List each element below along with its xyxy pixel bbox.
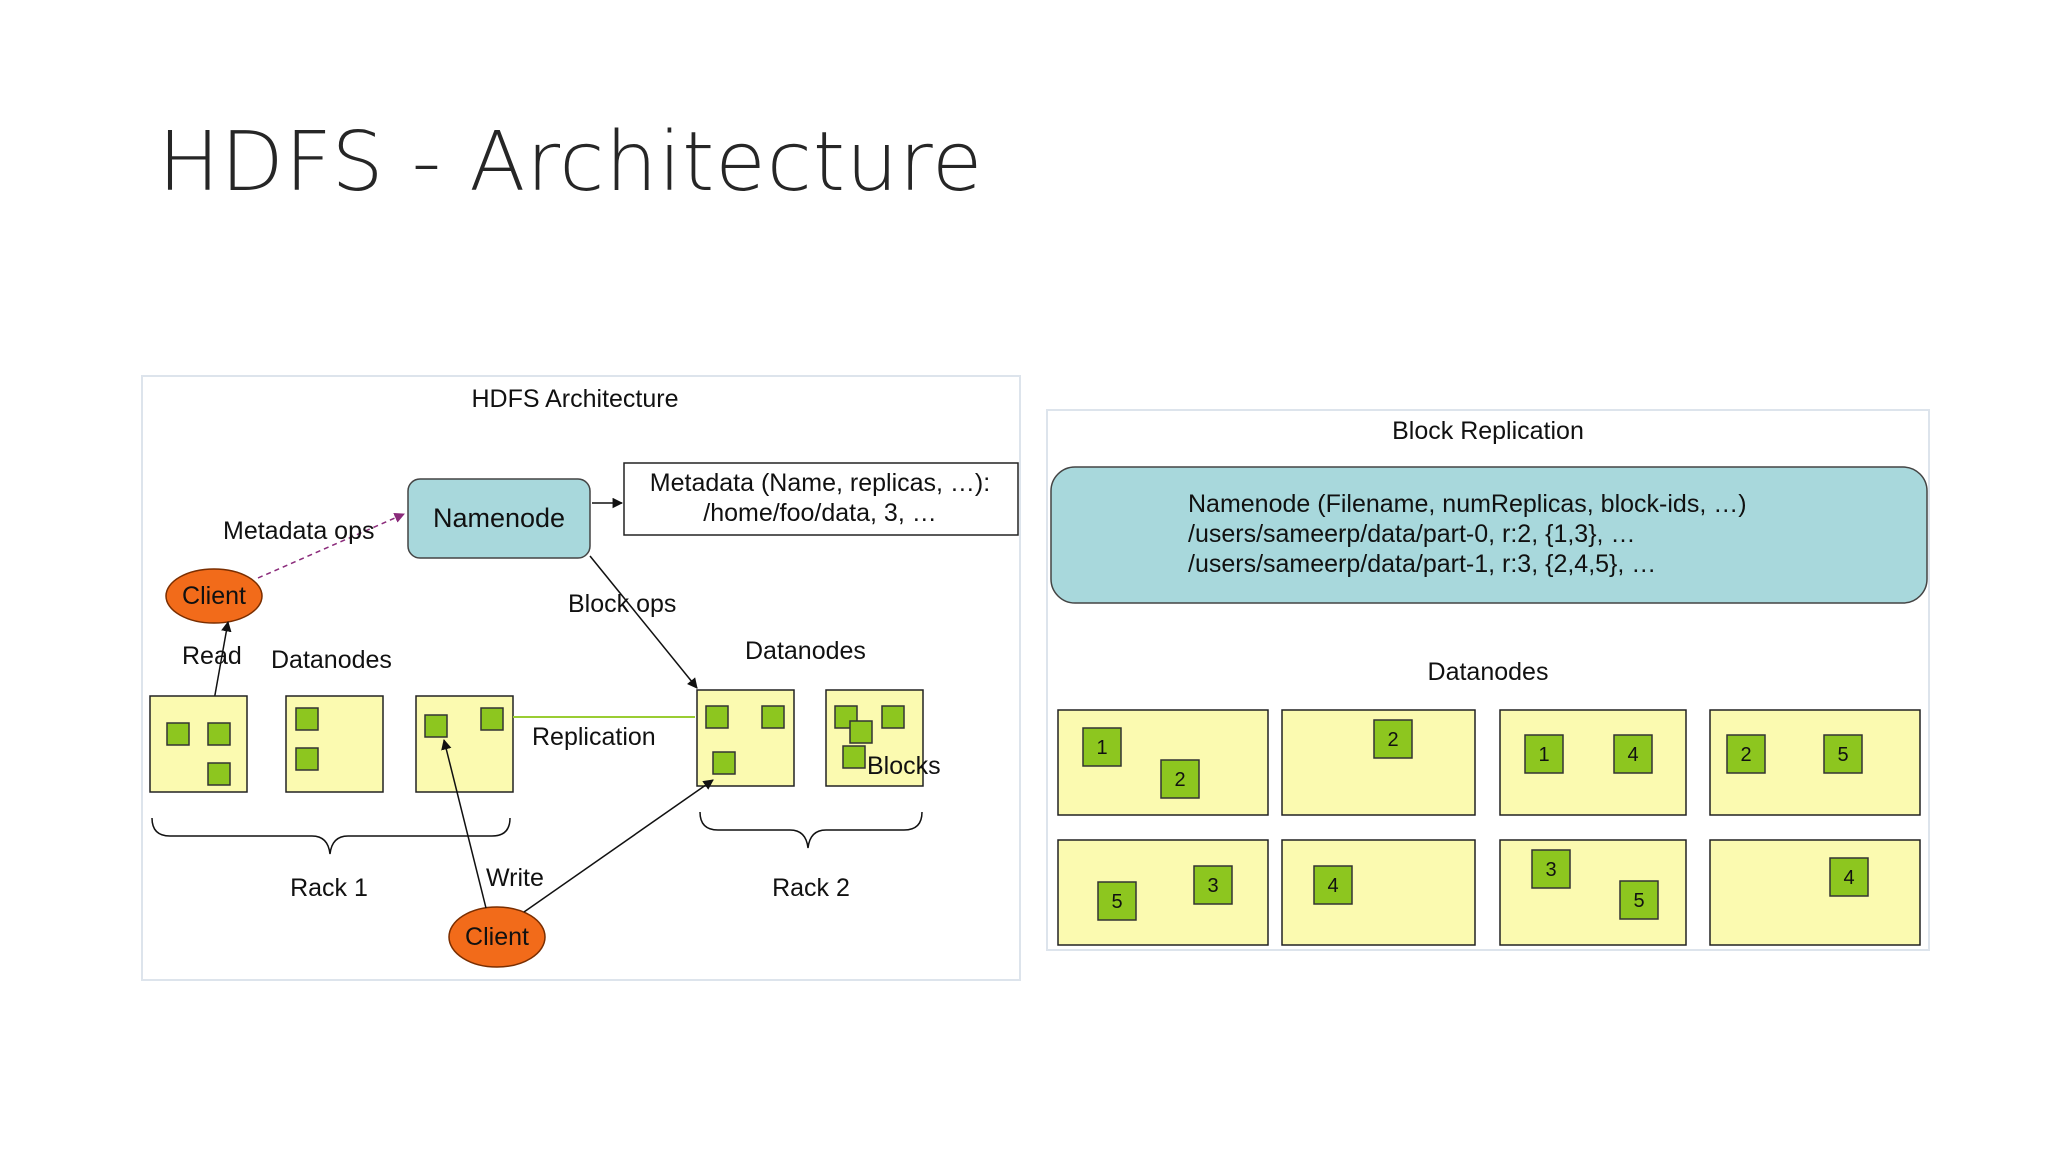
datanode-8: 4 bbox=[1709, 839, 1921, 946]
metadata-ops-label: Metadata ops bbox=[223, 517, 375, 545]
datanodes-left-label: Datanodes bbox=[271, 646, 392, 674]
rack1-datanode-2 bbox=[285, 695, 384, 793]
replica-block-id: 2 bbox=[1387, 729, 1398, 751]
write-arrow-rack2 bbox=[523, 779, 714, 913]
metadata-box bbox=[623, 462, 1019, 536]
replica-block-id: 5 bbox=[1111, 891, 1122, 913]
block bbox=[295, 707, 319, 731]
block-ops-label: Block ops bbox=[568, 590, 676, 618]
datanode-2: 2 bbox=[1281, 709, 1476, 816]
replica-block-id: 2 bbox=[1174, 769, 1185, 791]
right-datanodes-label: Datanodes bbox=[1428, 658, 1549, 686]
namenode-box bbox=[407, 478, 591, 559]
block bbox=[424, 714, 448, 738]
block bbox=[881, 705, 905, 729]
replica-block-id: 1 bbox=[1096, 737, 1107, 759]
block-replication-namenode bbox=[1050, 466, 1928, 604]
datanode-7: 35 bbox=[1499, 839, 1687, 946]
rack1-datanode-3 bbox=[415, 695, 514, 793]
replica-block-id: 5 bbox=[1837, 744, 1848, 766]
replica-block bbox=[1524, 734, 1564, 774]
datanode-box bbox=[1709, 839, 1921, 946]
replica-block bbox=[1313, 865, 1353, 905]
block bbox=[166, 722, 190, 746]
client-bottom bbox=[448, 906, 546, 968]
replica-block bbox=[1082, 727, 1122, 767]
replica-block bbox=[1726, 734, 1766, 774]
replica-block bbox=[1619, 880, 1659, 920]
block bbox=[849, 720, 873, 744]
replication-label: Replication bbox=[532, 723, 656, 751]
replica-block-id: 4 bbox=[1327, 875, 1338, 897]
client-top-label: Client bbox=[182, 582, 246, 610]
replica-block-id: 5 bbox=[1633, 890, 1644, 912]
rack2-datanode-2 bbox=[825, 689, 924, 787]
replica-block bbox=[1193, 865, 1233, 905]
datanodes-right-label: Datanodes bbox=[745, 637, 866, 665]
metadata-line2: /home/foo/data, 3, … bbox=[703, 499, 936, 527]
rack1-label: Rack 1 bbox=[290, 874, 368, 902]
block bbox=[705, 705, 729, 729]
client-bottom-label: Client bbox=[465, 923, 529, 951]
blocks-label: Blocks bbox=[867, 752, 941, 780]
rack2-datanode-1 bbox=[696, 689, 795, 787]
namenode-line1: Namenode (Filename, numReplicas, block-i… bbox=[1188, 490, 1747, 518]
replica-block bbox=[1823, 734, 1863, 774]
replica-block-id: 4 bbox=[1627, 744, 1638, 766]
write-label: Write bbox=[486, 864, 544, 892]
replica-block bbox=[1531, 849, 1571, 889]
replica-block bbox=[1373, 719, 1413, 759]
block bbox=[295, 747, 319, 771]
datanode-6: 4 bbox=[1281, 839, 1476, 946]
replica-block bbox=[1829, 857, 1869, 897]
replica-block bbox=[1097, 881, 1137, 921]
block bbox=[712, 751, 736, 775]
block bbox=[207, 722, 231, 746]
metadata-line1: Metadata (Name, replicas, …): bbox=[650, 469, 990, 497]
namenode-label: Namenode bbox=[433, 503, 565, 533]
rack2-label: Rack 2 bbox=[772, 874, 850, 902]
replica-block bbox=[1160, 759, 1200, 799]
replica-block-id: 3 bbox=[1207, 875, 1218, 897]
block bbox=[207, 762, 231, 786]
datanode-1: 12 bbox=[1057, 709, 1269, 816]
client-top bbox=[165, 568, 263, 624]
block bbox=[842, 745, 866, 769]
rack1-brace bbox=[151, 817, 511, 855]
namenode-line3: /users/sameerp/data/part-1, r:3, {2,4,5}… bbox=[1188, 550, 1656, 578]
block-replication-diagram: Block Replication Namenode (Filename, nu… bbox=[1046, 409, 1930, 951]
namenode-line2: /users/sameerp/data/part-0, r:2, {1,3}, … bbox=[1188, 520, 1635, 548]
replica-block bbox=[1613, 734, 1653, 774]
left-diagram-title: HDFS Architecture bbox=[471, 385, 678, 413]
replica-block-id: 3 bbox=[1545, 859, 1556, 881]
block-ops-arrow bbox=[589, 555, 698, 689]
rack1-datanode-1 bbox=[149, 695, 248, 793]
replica-block-id: 2 bbox=[1740, 744, 1751, 766]
datanode-box bbox=[1281, 839, 1476, 946]
slide-title: HDFS - Architecture bbox=[158, 115, 984, 210]
rack2-brace bbox=[699, 811, 923, 849]
right-diagram-title: Block Replication bbox=[1392, 417, 1584, 445]
block bbox=[761, 705, 785, 729]
replica-block-id: 4 bbox=[1843, 867, 1854, 889]
datanode-5: 53 bbox=[1057, 839, 1269, 946]
replica-block-id: 1 bbox=[1538, 744, 1549, 766]
read-arrow bbox=[212, 620, 232, 707]
datanode-box bbox=[1057, 839, 1269, 946]
write-arrow-rack1 bbox=[441, 738, 487, 909]
hdfs-architecture-diagram: HDFS Architecture Namenode Metadata (Nam… bbox=[141, 375, 1021, 981]
block bbox=[480, 707, 504, 731]
read-label: Read bbox=[182, 642, 242, 670]
